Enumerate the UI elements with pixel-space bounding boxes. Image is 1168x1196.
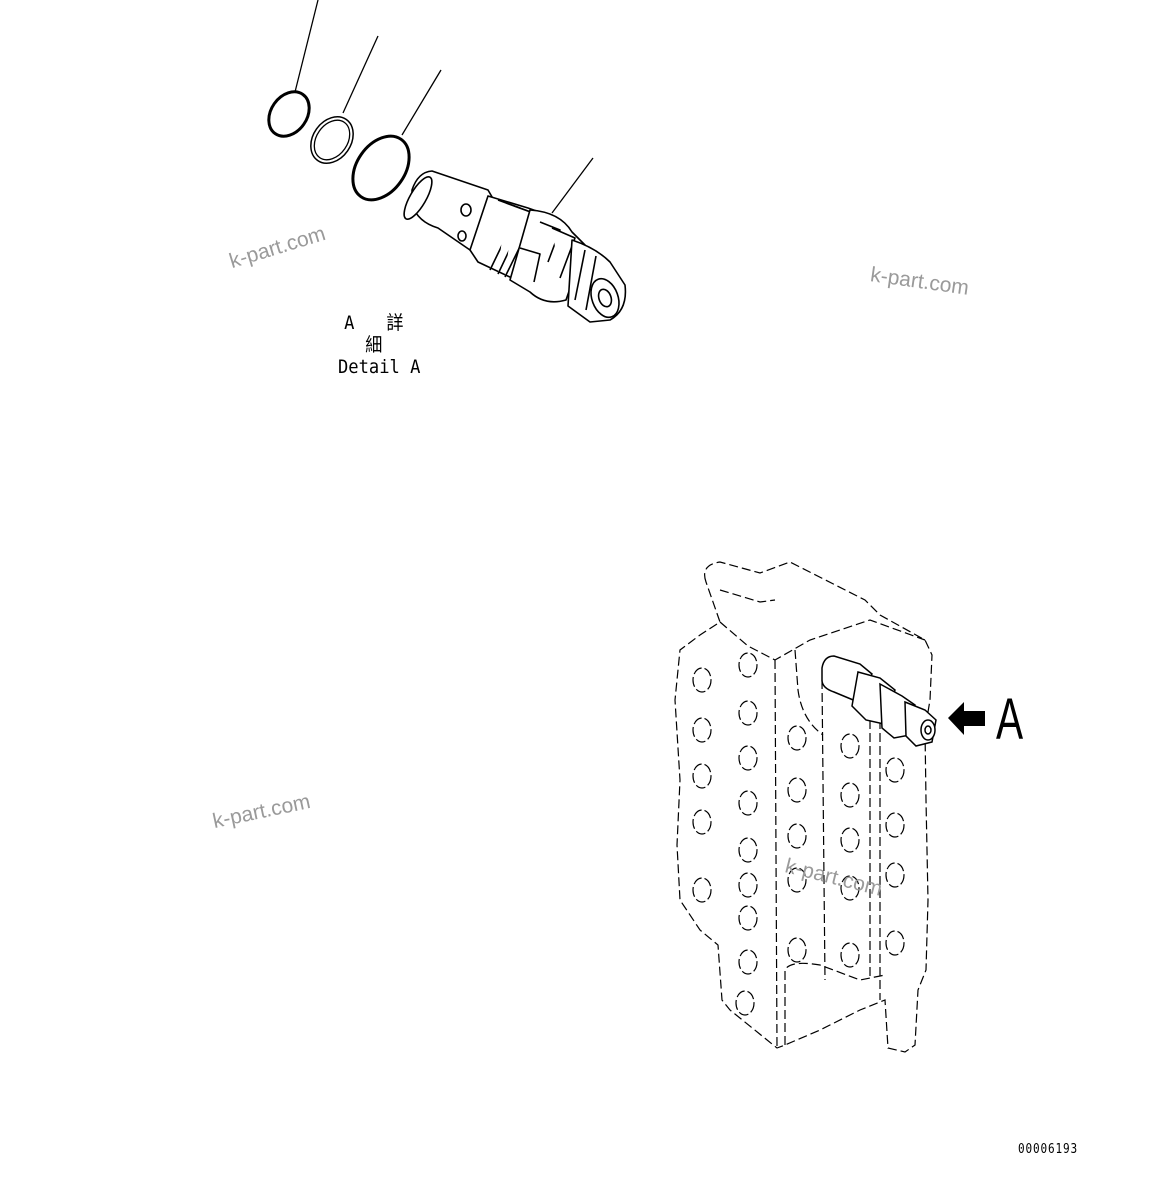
detail-view-label: A 詳 細 Detail A: [336, 312, 422, 378]
control-valve-block: [674, 561, 933, 1053]
o-ring-small: [267, 90, 311, 138]
o-ring-large: [351, 134, 411, 202]
callout-leaders: [294, 0, 594, 214]
detail-label-japanese: A 詳 細: [344, 312, 415, 356]
detail-label-english: Detail A: [338, 356, 421, 378]
valve-block-ports: [692, 652, 905, 1016]
relief-valve-cartridge: [403, 170, 627, 323]
view-arrow-label: A: [996, 687, 1024, 752]
installed-relief-valve: [821, 655, 937, 747]
drawing-number: 00006193: [1018, 1142, 1079, 1157]
view-arrow-icon: [948, 702, 985, 735]
backup-ring: [310, 116, 354, 164]
